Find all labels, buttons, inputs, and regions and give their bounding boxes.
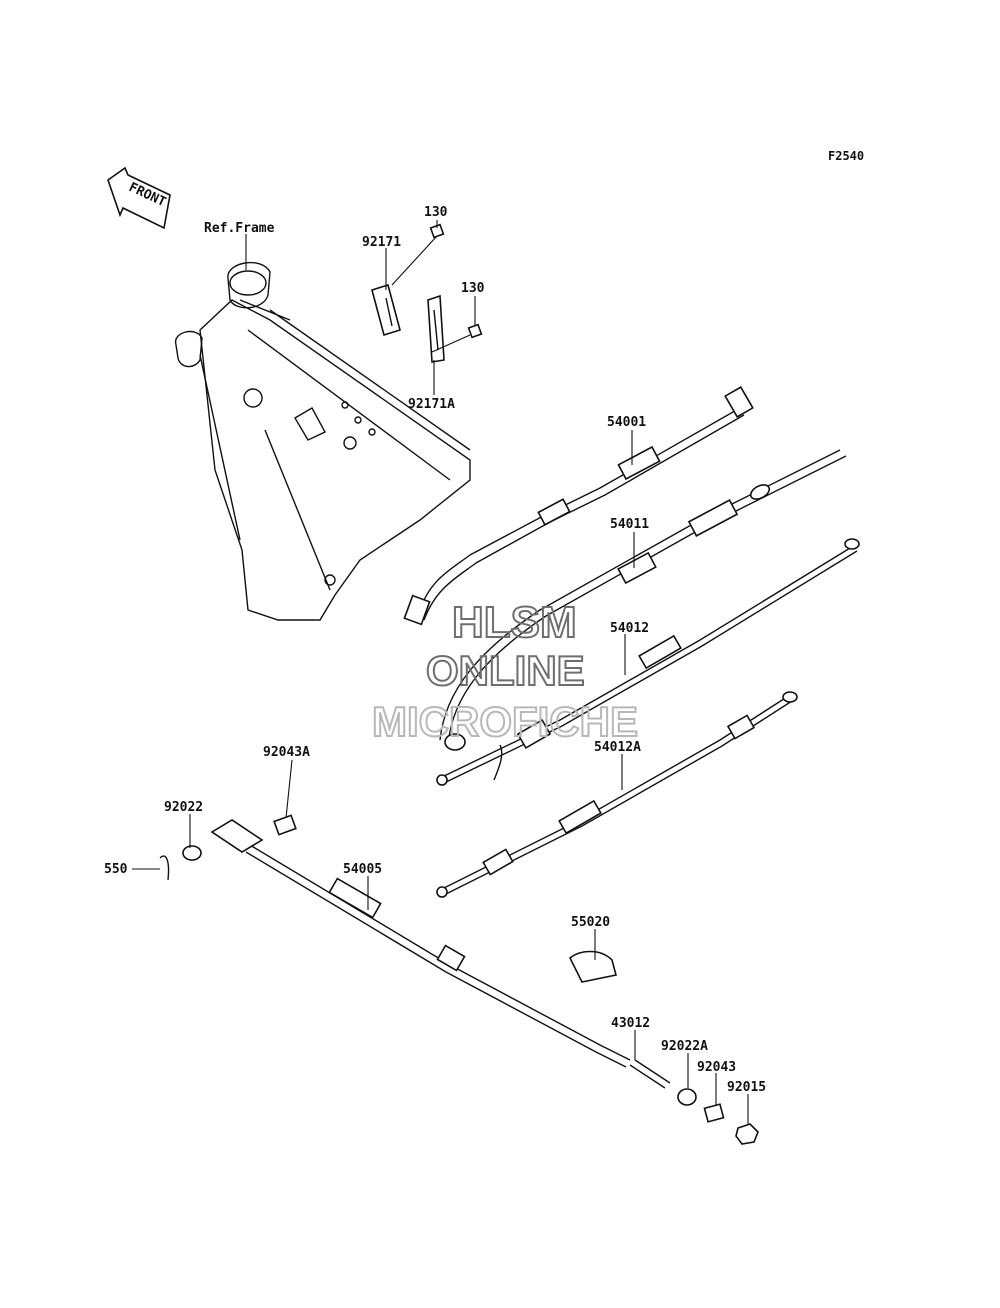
part-label-54005[interactable]: 54005: [343, 862, 382, 877]
bolt-130-a: [391, 223, 445, 286]
watermark-line-1: HLSM: [452, 598, 577, 647]
part-label-54001[interactable]: 54001: [607, 415, 646, 430]
part-label-92171A[interactable]: 92171A: [408, 397, 455, 412]
cable-54012A: [436, 691, 798, 898]
watermark: HLSM ONLINE MICROFICHE: [371, 597, 639, 746]
spring-43012: [629, 1059, 671, 1089]
watermark-line-3: MICROFICHE: [372, 698, 638, 745]
front-arrow-icon: FRONT: [107, 166, 171, 230]
cable-54012: [436, 538, 860, 786]
part-label-550[interactable]: 550: [104, 862, 128, 877]
cable-54011: [439, 449, 847, 751]
part-label-130-b[interactable]: 130: [461, 281, 485, 296]
cable-54005: [210, 819, 631, 1068]
nut-92015: [735, 1123, 759, 1145]
watermark-line-2: ONLINE: [426, 647, 585, 694]
bracket-92171: [371, 283, 401, 337]
part-label-55020[interactable]: 55020: [571, 915, 610, 930]
leader-lines: [132, 220, 749, 1124]
collar-92043: [703, 1103, 725, 1123]
washer-92022A: [677, 1088, 697, 1106]
bracket-92171A: [427, 294, 445, 363]
part-label-54012A[interactable]: 54012A: [594, 740, 641, 755]
ref-frame-label: Ref.Frame: [204, 221, 275, 236]
part-label-130-a[interactable]: 130: [424, 205, 448, 220]
part-label-92022A[interactable]: 92022A: [661, 1039, 708, 1054]
cable-54001: [403, 386, 754, 626]
part-label-92171[interactable]: 92171: [362, 235, 401, 250]
part-label-92022[interactable]: 92022: [164, 800, 203, 815]
frame-drawing: [175, 261, 471, 621]
cover-55020: [568, 950, 617, 983]
washer-92022: [182, 845, 202, 861]
pin-92043A: [273, 759, 297, 836]
part-label-54011[interactable]: 54011: [610, 517, 649, 532]
bolt-130-b: [431, 323, 483, 353]
part-label-92043[interactable]: 92043: [697, 1060, 736, 1075]
part-label-54012[interactable]: 54012: [610, 621, 649, 636]
part-label-43012[interactable]: 43012: [611, 1016, 650, 1031]
cotter-pin-550: [159, 855, 170, 881]
part-label-92015[interactable]: 92015: [727, 1080, 766, 1095]
part-label-92043A[interactable]: 92043A: [263, 745, 310, 760]
figure-code: F2540: [828, 149, 864, 163]
